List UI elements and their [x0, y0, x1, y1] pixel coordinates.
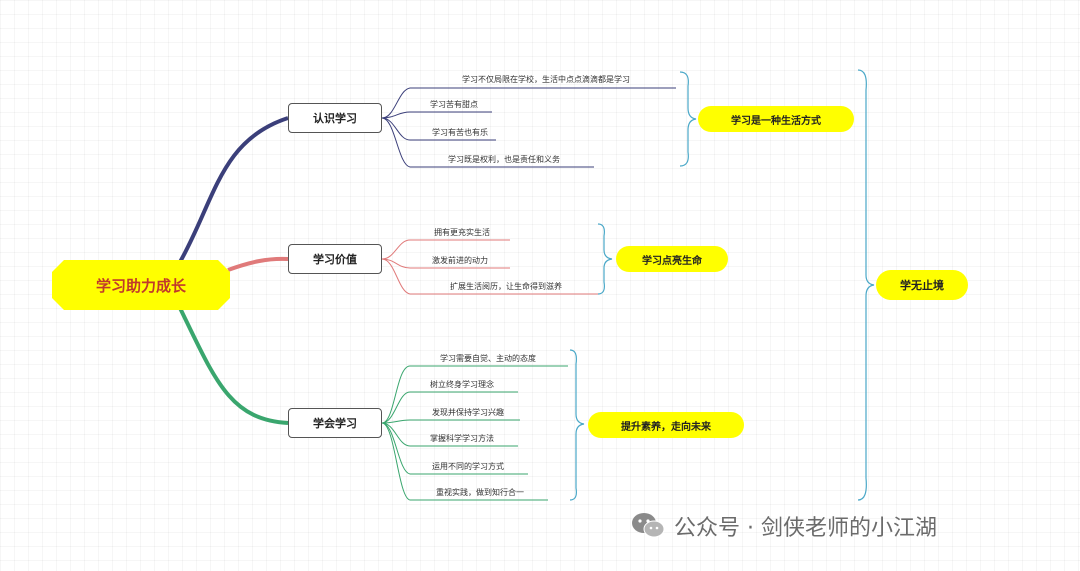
leaf-topic[interactable]: 树立终身学习理念 — [430, 380, 494, 389]
branch-learn-how[interactable]: 学会学习 — [288, 408, 382, 438]
leaf-topic[interactable]: 重视实践，做到知行合一 — [436, 488, 524, 497]
watermark-text: 公众号 · 剑侠老师的小江湖 — [674, 516, 937, 541]
leaf-topic[interactable]: 掌握科学学习方法 — [430, 434, 494, 443]
summary-improve-future[interactable]: 提升素养，走向未来 — [588, 412, 744, 438]
branch-understand-learning[interactable]: 认识学习 — [288, 103, 382, 133]
leaf-topic[interactable]: 扩展生活阅历，让生命得到滋养 — [450, 282, 562, 291]
root-topic[interactable]: 学习助力成长 — [52, 260, 230, 310]
summary-illuminate-life[interactable]: 学习点亮生命 — [616, 246, 728, 272]
final-summary[interactable]: 学无止境 — [876, 270, 968, 300]
leaf-topic[interactable]: 学习不仅局限在学校，生活中点点滴滴都是学习 — [462, 75, 630, 84]
branch-learning-value[interactable]: 学习价值 — [288, 244, 382, 274]
leaf-topic[interactable]: 学习需要自觉、主动的态度 — [440, 354, 536, 363]
leaf-topic[interactable]: 学习苦有甜点 — [430, 100, 478, 109]
leaf-topic[interactable]: 运用不同的学习方式 — [432, 462, 504, 471]
leaf-topic[interactable]: 拥有更充实生活 — [434, 228, 490, 237]
leaf-topic[interactable]: 学习有苦也有乐 — [432, 128, 488, 137]
watermark: 公众号 · 剑侠老师的小江湖 — [630, 510, 937, 542]
leaf-topic[interactable]: 激发前进的动力 — [432, 256, 488, 265]
leaf-topic[interactable]: 发现并保持学习兴趣 — [432, 408, 504, 417]
summary-lifestyle[interactable]: 学习是一种生活方式 — [698, 106, 854, 132]
wechat-icon — [630, 511, 666, 541]
leaf-topic[interactable]: 学习既是权利，也是责任和义务 — [448, 155, 560, 164]
